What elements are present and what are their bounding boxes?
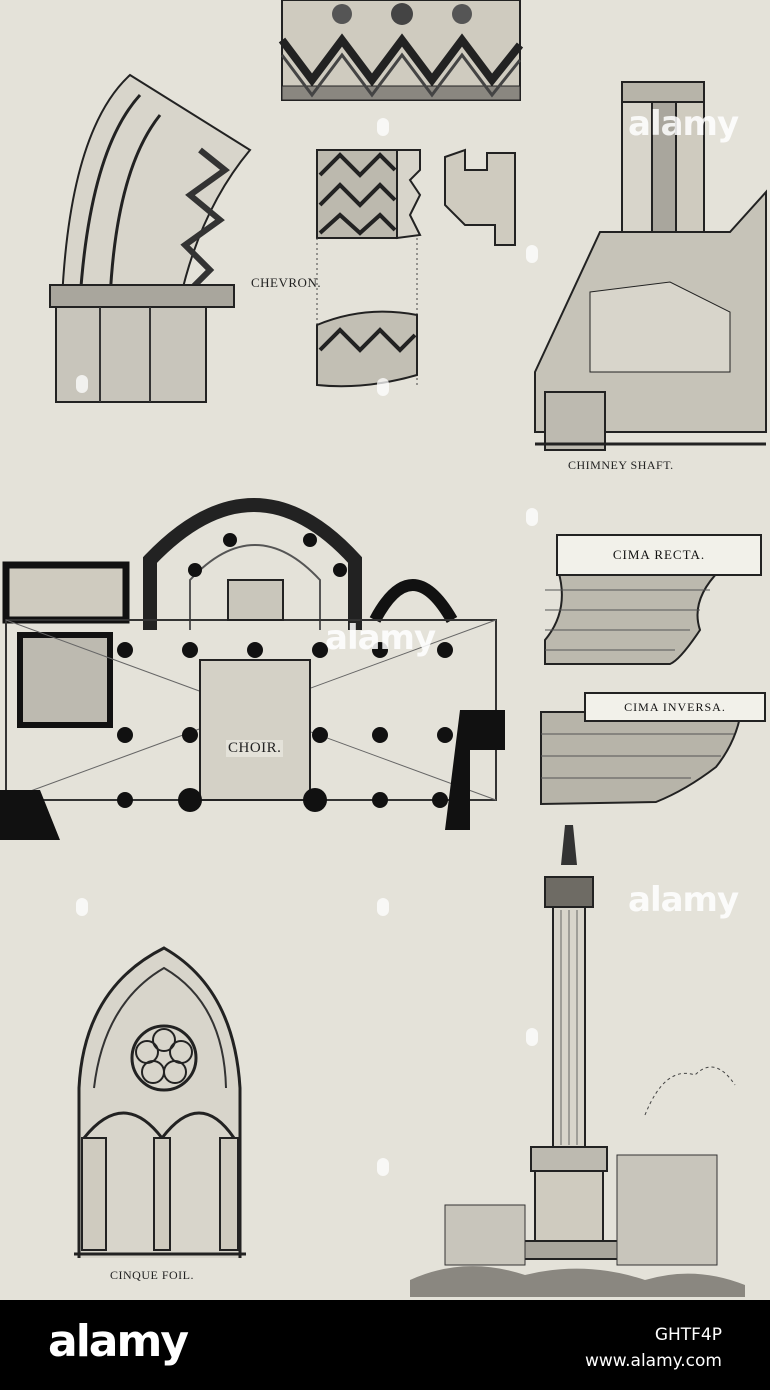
cima-recta-label: CIMA RECTA.: [556, 534, 762, 576]
watermark-dot: [377, 1158, 389, 1176]
site-url: www.alamy.com: [584, 1351, 722, 1371]
chimney-shaft-caption: CHIMNEY SHAFT.: [568, 458, 674, 472]
watermark-dot: [76, 898, 88, 916]
watermark-dot: [526, 508, 538, 526]
column-monument-illustration: [410, 825, 745, 1297]
image-reference: GHTF4P www.alamy.com: [585, 1322, 722, 1374]
chevron-frieze-illustration: [278, 0, 524, 101]
choir-floor-plan-illustration: [0, 498, 505, 840]
cima-recta-molding-illustration: [544, 569, 723, 665]
watermark-text-lower: alamy: [628, 880, 739, 920]
chevron-detail-illustration: [316, 148, 516, 388]
chevron-arch-illustration: [49, 73, 252, 403]
watermark-dot: [526, 1028, 538, 1046]
watermark-dot: [377, 898, 389, 916]
cinque-foil-window-illustration: [74, 946, 246, 1258]
cima-inversa-label: CIMA INVERSA.: [584, 692, 766, 722]
watermark-text-center: alamy: [325, 618, 436, 658]
cinque-foil-caption: CINQUE FOIL.: [110, 1268, 194, 1282]
footer-bar: alamy GHTF4P www.alamy.com: [0, 1300, 770, 1390]
alamy-logo: alamy: [48, 1316, 189, 1367]
watermark-text-upper: alamy: [628, 104, 739, 144]
cima-inversa-molding-illustration: [540, 711, 743, 806]
watermark-dot: [377, 378, 389, 396]
watermark-dot: [76, 375, 88, 393]
chimney-shaft-illustration: [534, 81, 767, 451]
image-id: GHTF4P: [654, 1325, 722, 1345]
watermark-dot: [526, 245, 538, 263]
choir-caption: CHOIR.: [226, 740, 284, 757]
chevron-caption: CHEVRON.: [251, 275, 322, 290]
engraving-plate: CHEVRON. CHIMNEY SHAFT. CHOIR.: [0, 0, 767, 1297]
watermark-dot: [377, 118, 389, 136]
